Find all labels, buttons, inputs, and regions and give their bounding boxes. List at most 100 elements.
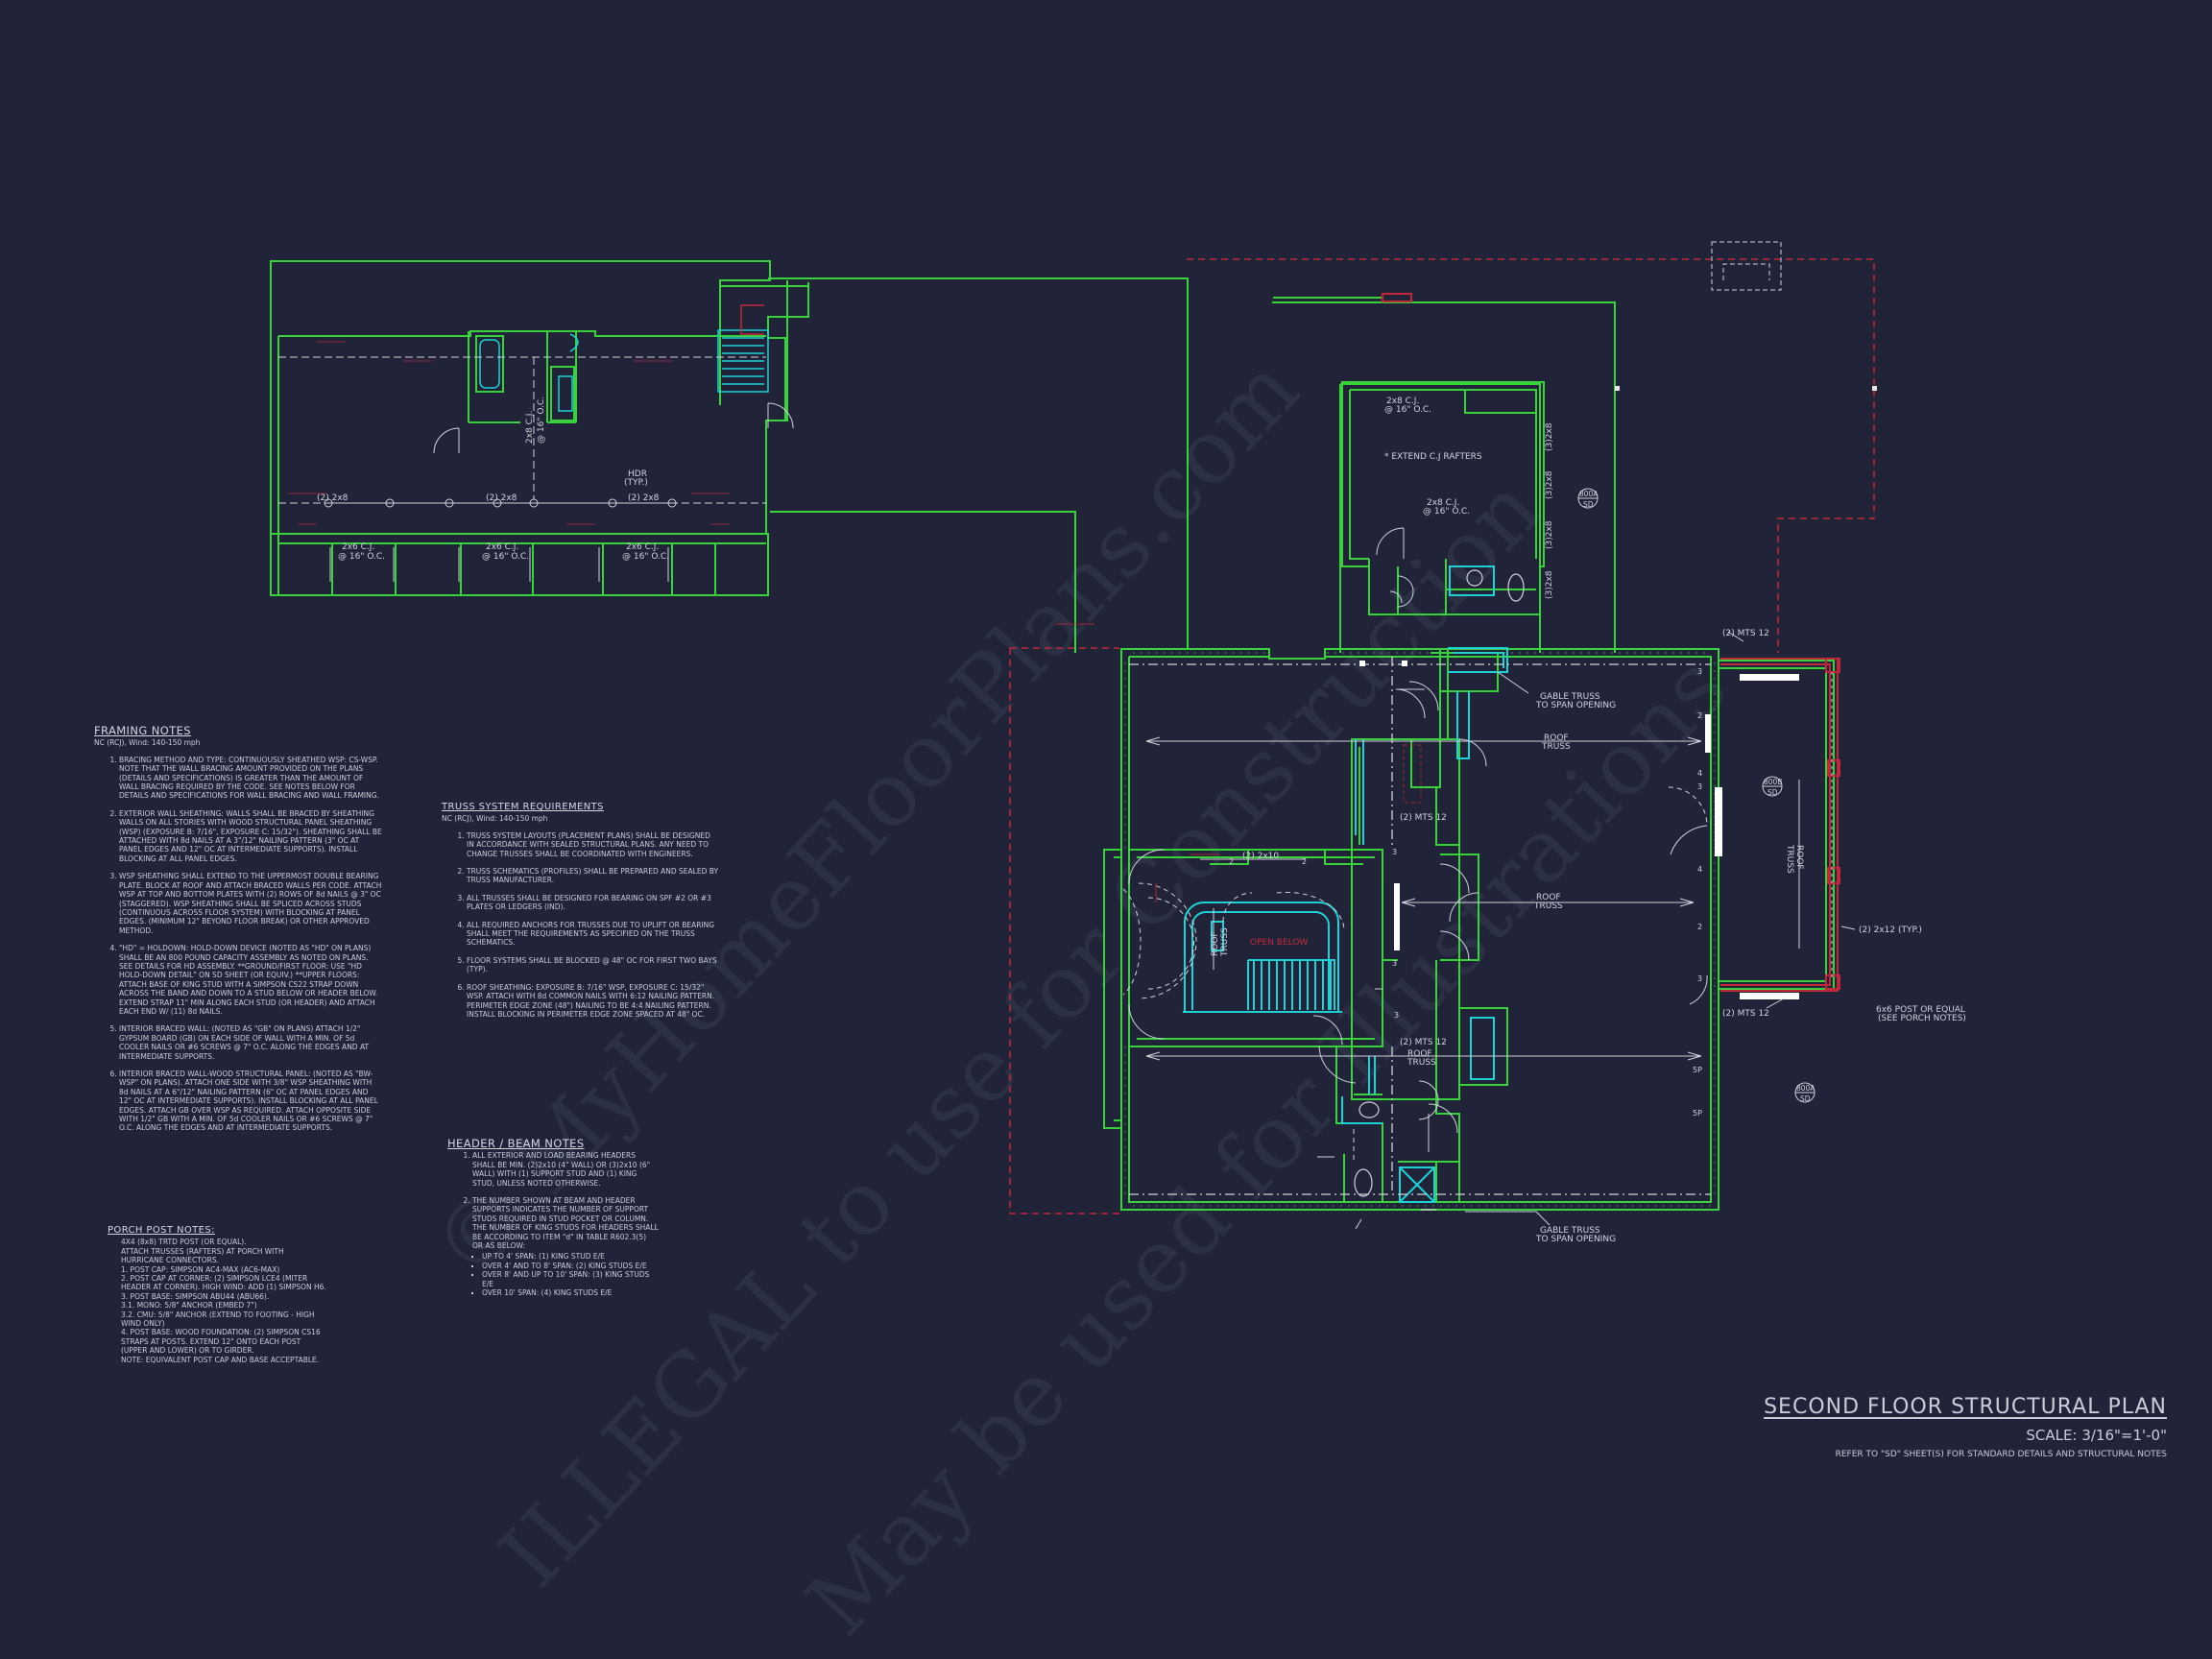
framing-notes: FRAMING NOTES NC (RCJ), Wind: 140-150 mp… — [94, 724, 382, 1142]
framing-note: INTERIOR BRACED WALL-WOOD STRUCTURAL PAN… — [119, 1070, 382, 1133]
label-side-3x2x8-b: (3)2x8 — [1545, 470, 1554, 499]
tag-800a-top: 800A — [1579, 490, 1599, 498]
label-tower-cj-2x8: 2x8 C.J. — [1386, 397, 1419, 406]
label-side-3x2x8-d: (3)2x8 — [1545, 570, 1554, 599]
label-6x6-post: 6x6 POST OR EQUAL — [1876, 1005, 1965, 1015]
label-cj-2x8-vertical: 2x8 C.J. — [525, 411, 535, 444]
truss-note: ROOF SHEATHING: EXPOSURE B: 7/16" WSP, E… — [467, 983, 720, 1020]
title-block: SECOND FLOOR STRUCTURAL PLAN SCALE: 3/16… — [1764, 1395, 2167, 1459]
drawing-reference: REFER TO "SD" SHEET(S) FOR STANDARD DETA… — [1835, 1450, 2167, 1459]
header-beam-notes: HEADER / BEAM NOTES ALL EXTERIOR AND LOA… — [447, 1137, 659, 1298]
stud-count-3a: 3 — [1697, 667, 1702, 676]
header-span: UP TO 4' SPAN: (1) KING STUD E/E — [482, 1252, 659, 1261]
truss-note: FLOOR SYSTEMS SHALL BE BLOCKED @ 48" OC … — [467, 956, 720, 974]
header-notes-title: HEADER / BEAM NOTES — [447, 1137, 585, 1150]
label-truss-a: TRUSS — [1541, 742, 1571, 752]
label-hdr: HDR — [628, 469, 647, 479]
porch-note: NOTE: EQUIVALENT POST CAP AND BASE ACCEP… — [121, 1355, 320, 1364]
stud-count-5p-b: 5P — [1693, 1109, 1702, 1118]
porch-note: 4X4 (8x8) TRTD POST (OR EQUAL). — [121, 1238, 247, 1247]
label-truss-b: TRUSS — [1533, 902, 1563, 911]
label-roof-b: ROOF — [1536, 893, 1561, 902]
label-tower-oc-a: @ 16" O.C. — [1384, 405, 1431, 415]
label-span-opening-bottom: TO SPAN OPENING — [1535, 1235, 1616, 1244]
header-span: OVER 8' AND UP TO 10' SPAN: (3) KING STU… — [482, 1270, 659, 1288]
porch — [1719, 660, 1835, 990]
stud-count-4b: 4 — [1697, 865, 1702, 874]
porch-note: ATTACH TRUSSES (RAFTERS) AT PORCH WITH H… — [121, 1246, 284, 1265]
stud-count-2a: 2 — [1697, 711, 1702, 720]
label-roof-a: ROOF — [1544, 733, 1569, 743]
tag-sd-bottom: SD — [1800, 1094, 1811, 1103]
porch-note: 2. POST CAP AT CORNER: (2) SIMPSON LCE4 … — [121, 1274, 326, 1292]
stud-count-3d: 3 — [1392, 848, 1397, 856]
framing-note: "HD" = HOLDOWN: HOLD-DOWN DEVICE (NOTED … — [119, 944, 382, 1016]
truss-note: TRUSS SCHEMATICS (PROFILES) SHALL BE PRE… — [467, 867, 720, 885]
upper-left-block — [270, 260, 1616, 653]
truss-notes: TRUSS SYSTEM REQUIREMENTS NC (RCJ), Wind… — [442, 802, 720, 1027]
truss-notes-subtitle: NC (RCJ), Wind: 140-150 mph — [442, 814, 548, 824]
stud-count-3b: 3 — [1697, 782, 1702, 791]
truss-note: ALL REQUIRED ANCHORS FOR TRUSSES DUE TO … — [467, 921, 720, 948]
framing-note: EXTERIOR WALL SHEATHING: WALLS SHALL BE … — [119, 809, 382, 863]
label-oc-vertical: @ 16" O.C. — [537, 397, 546, 444]
stud-count-2d: 2 — [1302, 857, 1307, 866]
label-oc-b: @ 16" O.C. — [482, 552, 529, 562]
tag-800a-bottom: 800A — [1796, 1084, 1815, 1093]
framing-notes-title: FRAMING NOTES — [94, 724, 191, 737]
framing-notes-subtitle: NC (RCJ), Wind: 140-150 mph — [94, 738, 201, 748]
header-span: OVER 4' AND TO 8' SPAN: (2) KING STUDS E… — [482, 1262, 659, 1270]
label-porch-truss: TRUSS — [1785, 844, 1794, 874]
label-2x12-typ: (2) 2x12 (TYP.) — [1859, 926, 1922, 935]
stud-count-4a: 4 — [1697, 769, 1702, 778]
label-truss-stair: TRUSS — [1220, 927, 1230, 957]
framing-note: INTERIOR BRACED WALL: (NOTED AS "GB" ON … — [119, 1024, 382, 1061]
label-gable-truss-top: GABLE TRUSS — [1540, 692, 1600, 702]
stud-count-2b: 2 — [1697, 923, 1702, 931]
label-porch-roof: ROOF — [1794, 845, 1804, 870]
tag-sd-mid: SD — [1767, 788, 1778, 797]
label-open-below: OPEN BELOW — [1250, 938, 1308, 948]
porch-note: 1. POST CAP: SIMPSON AC4-MAX (AC6-MAX) — [121, 1264, 280, 1274]
stud-count-3e: 3 — [1394, 1011, 1399, 1020]
porch-note: 3.1. MONO: 5/8" ANCHOR (EMBED 7") — [121, 1301, 257, 1310]
label-tower-cj-2x8-b: 2x8 C.J. — [1427, 498, 1459, 508]
main-floor-walls — [1103, 381, 1719, 1211]
label-oc-c: @ 16" O.C. — [622, 552, 669, 562]
label-roof-stair: ROOF — [1211, 931, 1220, 956]
label-extend-cj: * EXTEND C.J RAFTERS — [1384, 452, 1482, 462]
label-cj-2x6-b: 2x6 C.J. — [486, 542, 518, 552]
drawing-scale: SCALE: 3/16"=1'-0" — [2026, 1427, 2167, 1444]
truss-note: TRUSS SYSTEM LAYOUTS (PLACEMENT PLANS) S… — [467, 831, 720, 858]
label-roof-c: ROOF — [1407, 1049, 1432, 1059]
label-2-2x8-c: (2) 2x8 — [628, 493, 660, 503]
stud-count-3c: 3 — [1697, 974, 1702, 983]
label-span-opening-top: TO SPAN OPENING — [1535, 701, 1616, 710]
label-2-2x8-a: (2) 2x8 — [317, 493, 349, 503]
porch-note: 4. POST BASE: WOOD FOUNDATION: (2) SIMPS… — [121, 1328, 321, 1356]
label-mts12-top: (2) MTS 12 — [1722, 629, 1769, 638]
truss-note: ALL TRUSSES SHALL BE DESIGNED FOR BEARIN… — [467, 894, 720, 912]
label-2-2x10: (2) 2x10 — [1242, 852, 1279, 861]
header-note: ALL EXTERIOR AND LOAD BEARING HEADERS SH… — [472, 1151, 659, 1188]
label-side-3x2x8-a: (3)2x8 — [1545, 422, 1554, 451]
porch-notes-title: PORCH POST NOTES: — [108, 1225, 215, 1236]
label-mts12-lower: (2) MTS 12 — [1400, 1038, 1447, 1047]
stud-count-3f: 3 — [1392, 959, 1397, 968]
label-cj-2x6-a: 2x6 C.J. — [342, 542, 374, 552]
header-note: THE NUMBER SHOWN AT BEAM AND HEADER SUPP… — [472, 1196, 659, 1250]
label-cj-2x6-c: 2x6 C.J. — [626, 542, 659, 552]
stud-count-2c: 2 — [1229, 857, 1234, 866]
drawing-title: SECOND FLOOR STRUCTURAL PLAN — [1764, 1395, 2167, 1419]
label-mts12-porch: (2) MTS 12 — [1722, 1009, 1769, 1019]
label-tower-oc-b: @ 16" O.C. — [1423, 507, 1470, 517]
framing-note: BRACING METHOD AND TYPE: CONTINUOUSLY SH… — [119, 756, 382, 801]
porch-post-notes: PORCH POST NOTES: 4X4 (8x8) TRTD POST (O… — [108, 1225, 328, 1364]
framing-note: WSP SHEATHING SHALL EXTEND TO THE UPPERM… — [119, 872, 382, 935]
label-2-2x8-b: (2) 2x8 — [486, 493, 517, 503]
porch-note: 3. POST BASE: SIMPSON ABU44 (ABU66). — [121, 1291, 270, 1301]
label-side-3x2x8-c: (3)2x8 — [1545, 520, 1554, 549]
porch-note: 3.2. CMU: 5/8" ANCHOR (EXTEND TO FOOTING… — [121, 1310, 315, 1329]
tag-800b: 800B — [1764, 778, 1782, 786]
